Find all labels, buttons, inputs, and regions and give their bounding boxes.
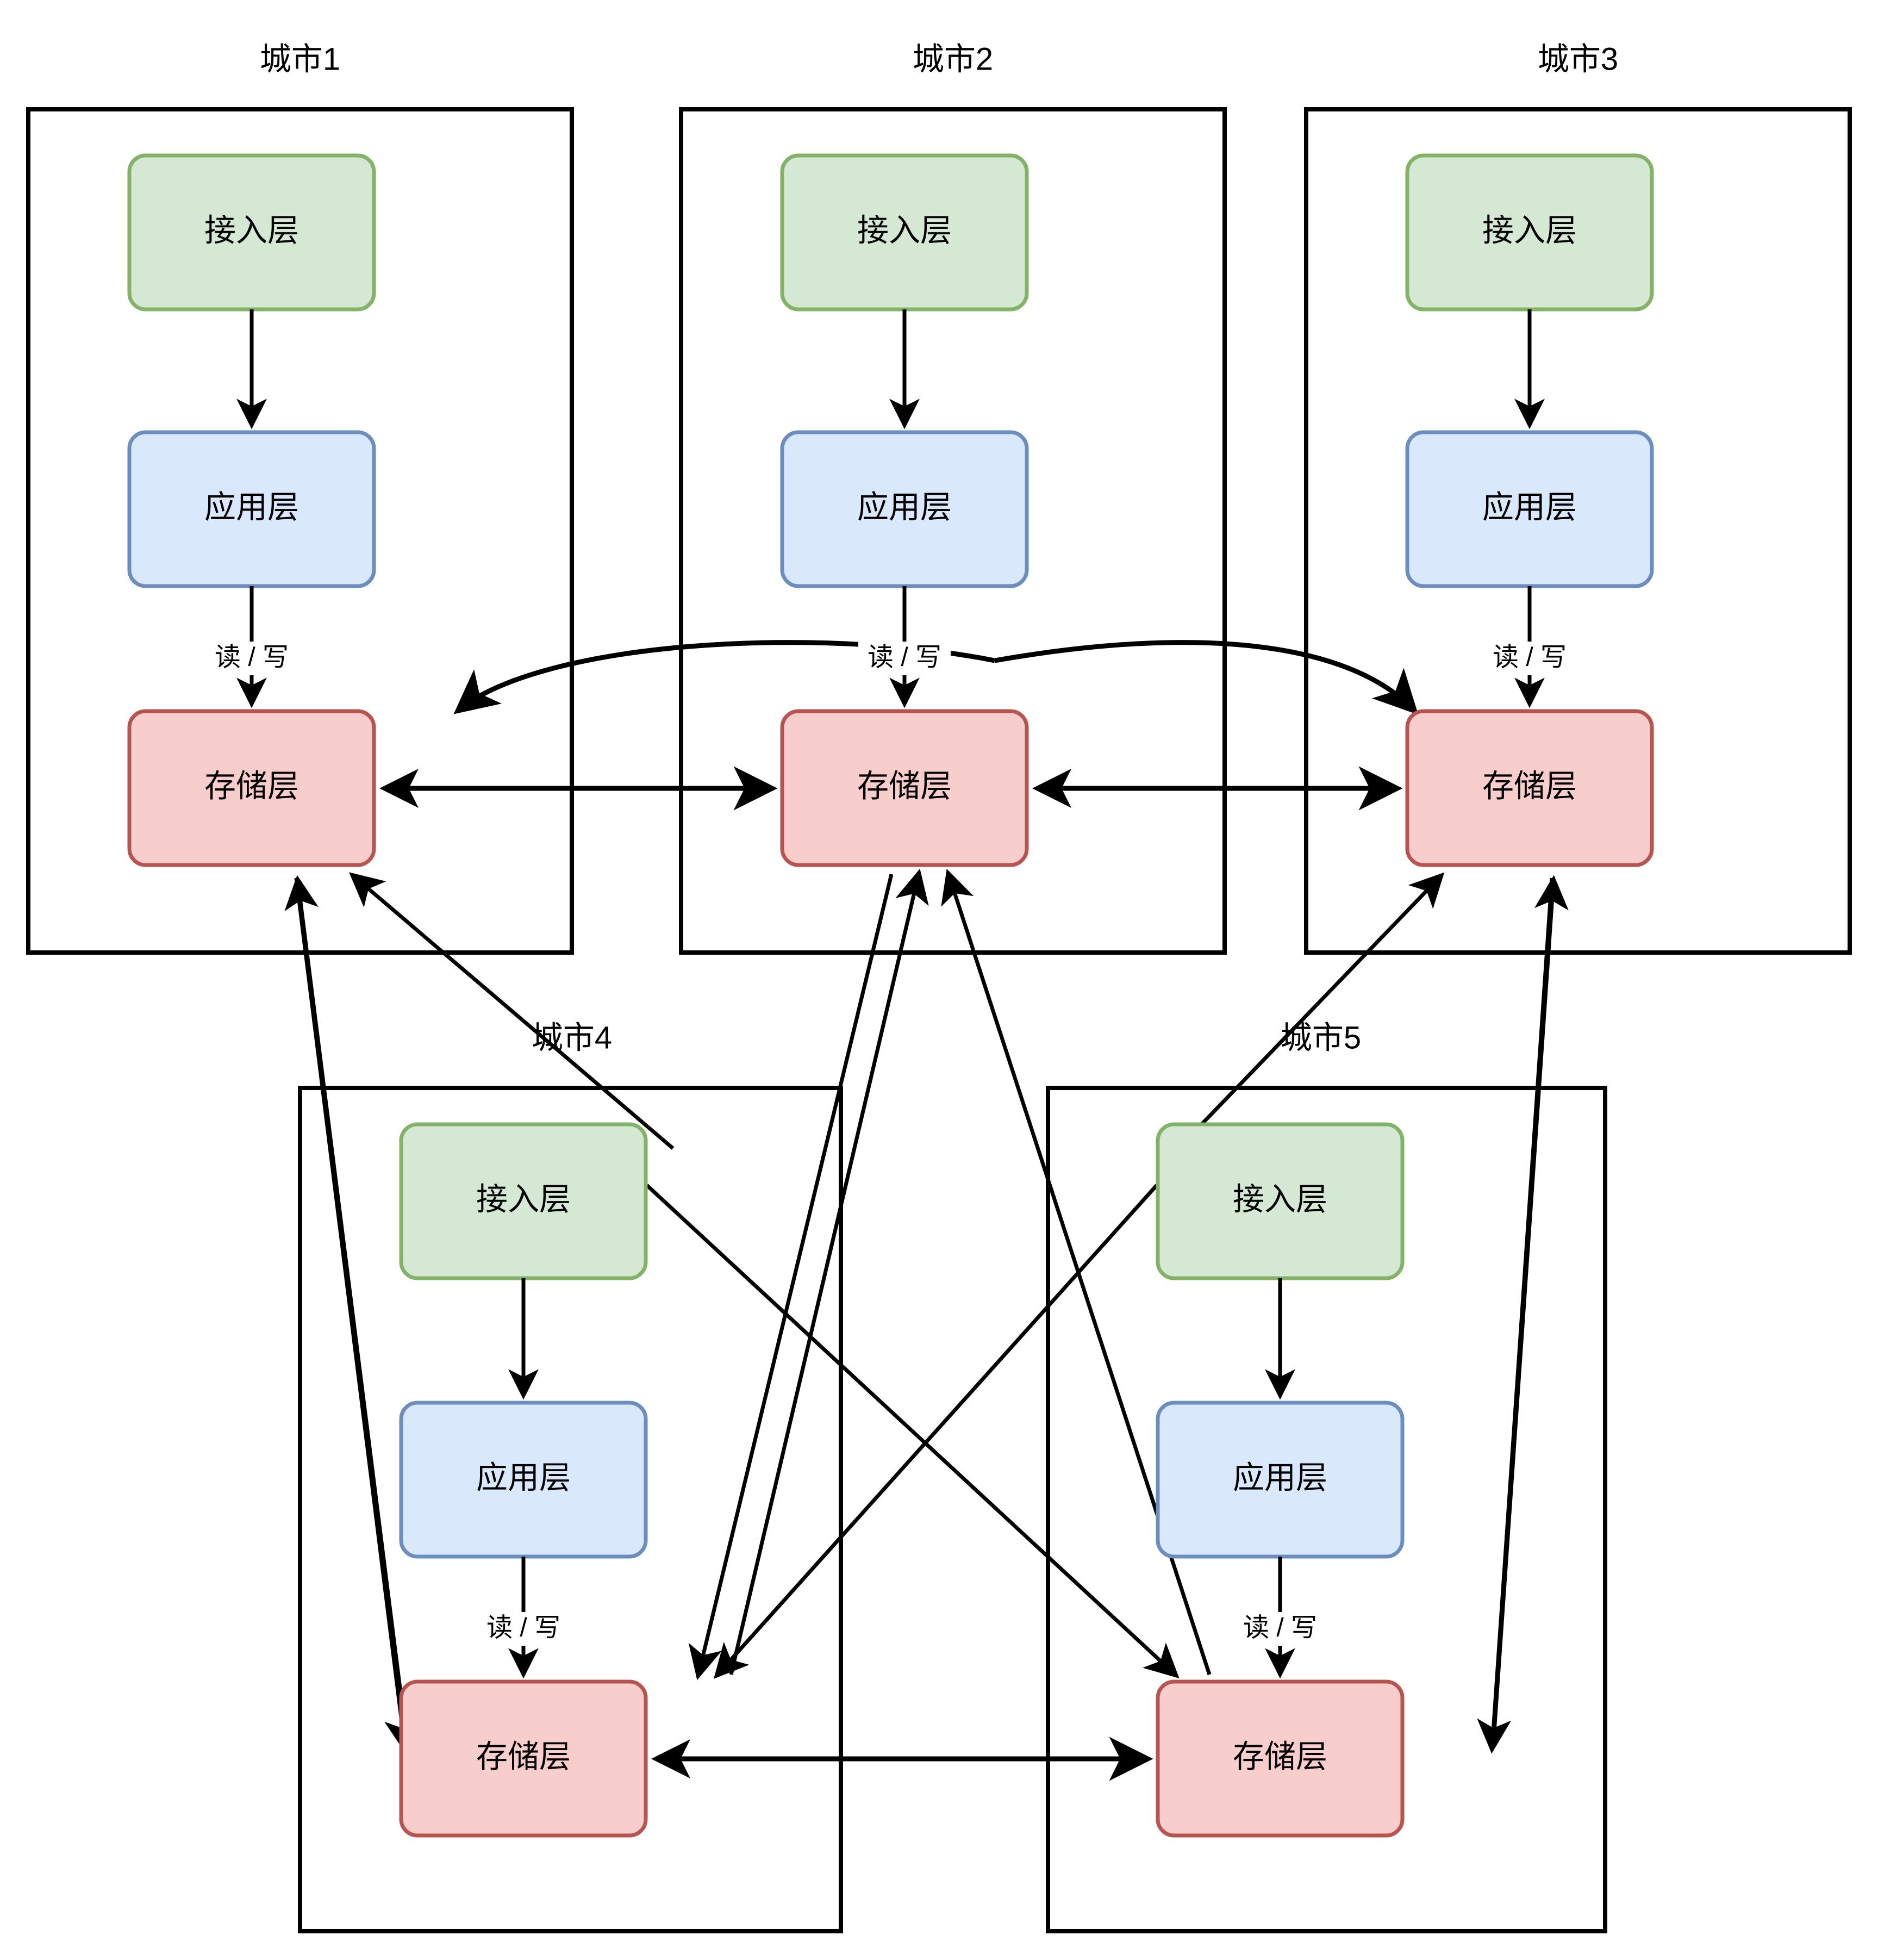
node-access-label-city5: 接入层 xyxy=(1233,1181,1327,1217)
edge-label-readwrite-city4: 读 / 写 xyxy=(486,1614,560,1642)
node-storage-label-city1: 存储层 xyxy=(204,768,299,804)
node-storage-city1[interactable] xyxy=(127,709,376,867)
edge-city4-storage-to-city2-storage-a xyxy=(688,874,894,1681)
node-app-label-city1: 应用层 xyxy=(204,489,299,525)
edge-label-bg-city1 xyxy=(205,642,298,675)
node-app-label-city4: 应用层 xyxy=(476,1460,571,1495)
city-group-city1: 接入层 应用层 读 / 写 存储层 xyxy=(127,153,376,867)
edge-city5-access-to-city3-storage xyxy=(1178,872,1445,1149)
edge-city5-up-to-city3-storage xyxy=(1492,875,1569,1740)
city-group-city2: 接入层 应用层 读 / 写 存储层 xyxy=(780,153,1029,867)
edge-label-bg-city4 xyxy=(477,1612,570,1646)
node-storage-label-city2: 存储层 xyxy=(857,768,952,804)
node-storage-label-city5: 存储层 xyxy=(1233,1739,1327,1774)
city-frame-city5 xyxy=(1046,1086,1607,1933)
edge-label-bg-city2 xyxy=(858,642,951,675)
city-title-city1: 城市1 xyxy=(260,41,340,77)
city-group-city4: 接入层 应用层 读 / 写 存储层 xyxy=(399,1122,648,1838)
node-storage-city5[interactable] xyxy=(1156,1679,1405,1838)
node-storage-city2[interactable] xyxy=(780,709,1029,867)
edge-city2-readwrite-curve-to-city3-storage xyxy=(994,640,1419,715)
edge-city2-storage-to-city4-storage-b xyxy=(729,868,929,1675)
city-group-city5: 接入层 应用层 读 / 写 存储层 xyxy=(1156,1122,1405,1838)
edge-city5-access-to-city4-storage xyxy=(713,1184,1158,1679)
node-storage-city4[interactable] xyxy=(399,1679,648,1838)
edge-label-readwrite-city3: 读 / 写 xyxy=(1493,643,1567,672)
edge-city4-access-to-city5-storage xyxy=(645,1184,1180,1679)
city-title-city2: 城市2 xyxy=(913,41,993,77)
node-storage-label-city3: 存储层 xyxy=(1482,768,1577,804)
edge-label-bg-city5 xyxy=(1234,1612,1326,1646)
node-app-label-city3: 应用层 xyxy=(1482,489,1577,525)
node-app-label-city5: 应用层 xyxy=(1233,1460,1327,1495)
node-access-label-city4: 接入层 xyxy=(476,1181,571,1217)
node-storage-city3[interactable] xyxy=(1405,709,1654,867)
node-storage-label-city4: 存储层 xyxy=(476,1739,571,1774)
node-access-label-city3: 接入层 xyxy=(1482,213,1577,248)
edge-city4-access-to-city1-storage xyxy=(349,872,675,1150)
city-frame-city3 xyxy=(1304,107,1852,955)
city-frame-city2 xyxy=(679,107,1227,955)
edge-label-readwrite-city5: 读 / 写 xyxy=(1243,1614,1317,1642)
edge-label-readwrite-city2: 读 / 写 xyxy=(868,643,941,672)
edge-label-readwrite-city1: 读 / 写 xyxy=(215,643,289,672)
node-app-label-city2: 应用层 xyxy=(857,489,952,525)
city-title-city5: 城市5 xyxy=(1281,1020,1361,1055)
node-access-label-city1: 接入层 xyxy=(204,213,299,248)
city-frame-city1 xyxy=(26,107,574,955)
edge-label-bg-city3 xyxy=(1483,642,1576,675)
city-frame-city4 xyxy=(298,1086,843,1933)
edge-city4-up-to-city1-storage xyxy=(284,875,409,1740)
node-access-label-city2: 接入层 xyxy=(857,213,952,248)
city-group-city3: 接入层 应用层 读 / 写 存储层 xyxy=(1405,153,1654,867)
city-title-city3: 城市3 xyxy=(1538,41,1618,77)
